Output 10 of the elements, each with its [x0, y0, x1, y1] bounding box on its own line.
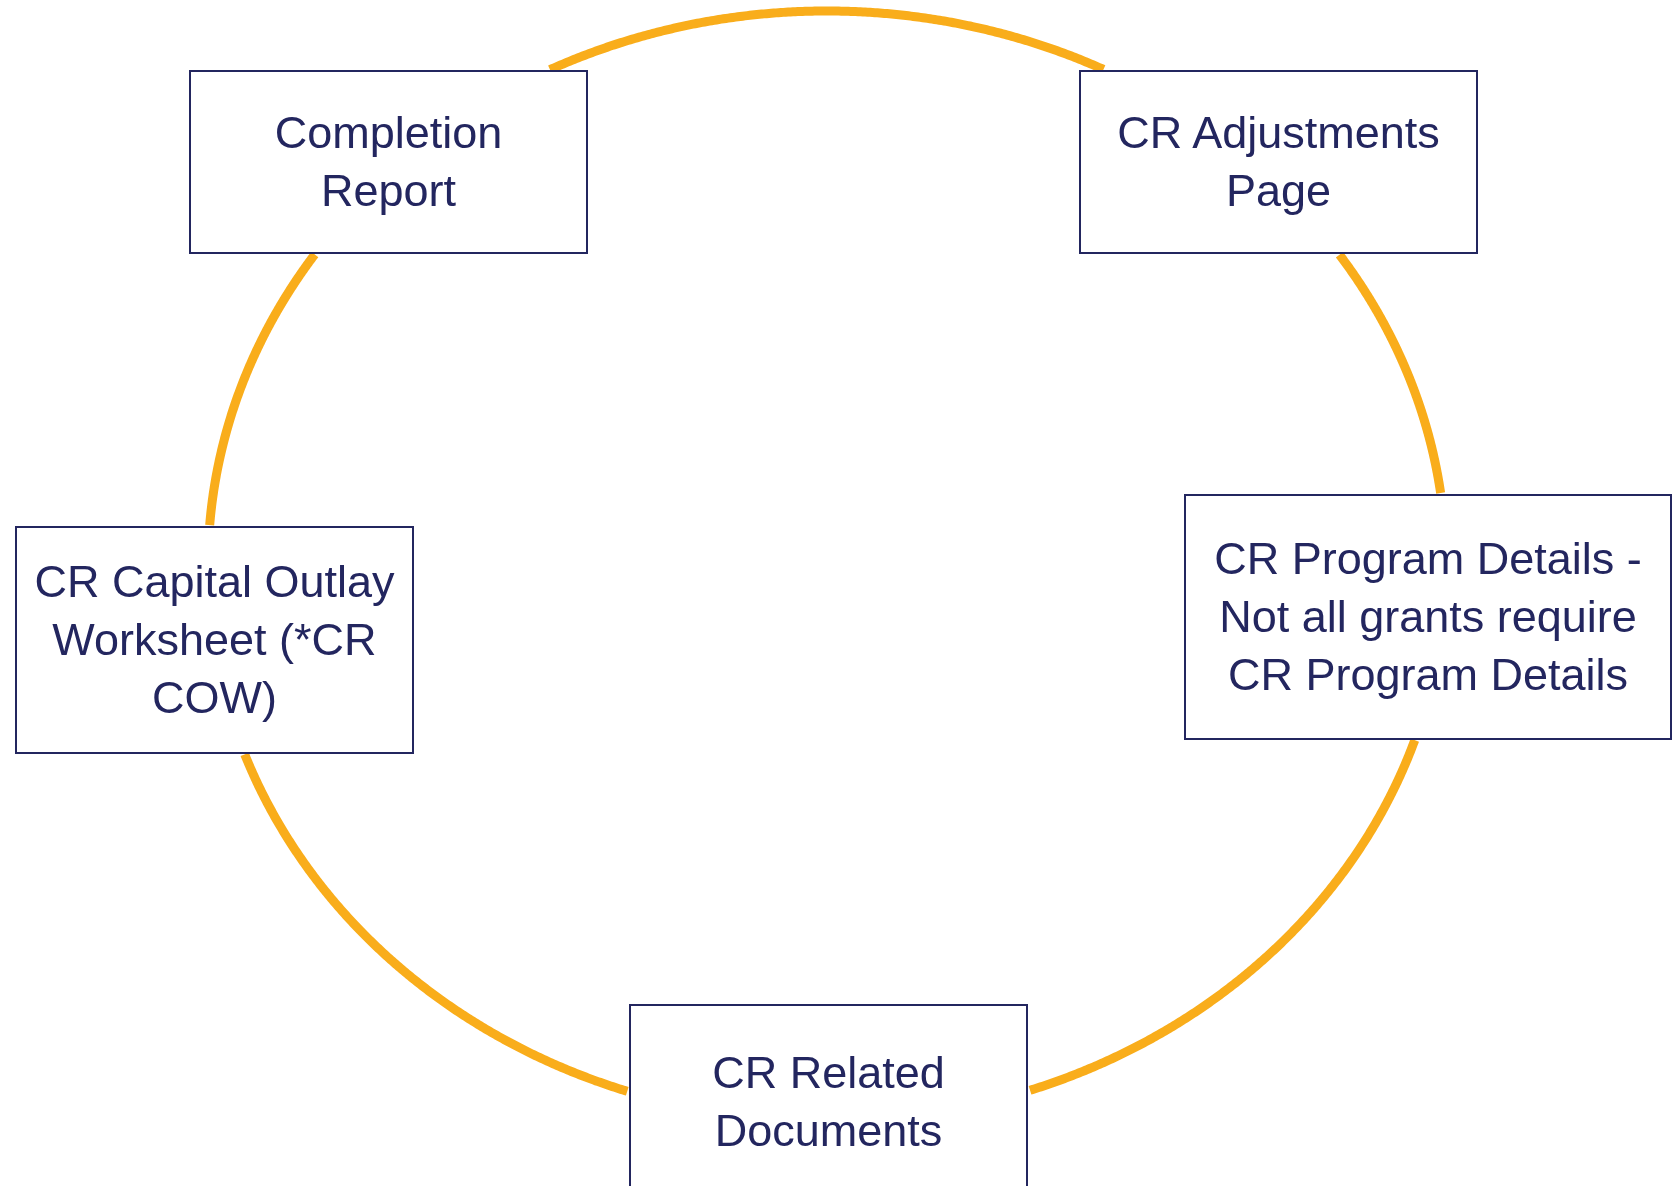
box-label: CR Program Details -Not all grants require CR Program Details — [1213, 532, 1643, 702]
box-label: Completion Report — [273, 106, 504, 218]
box-label: CR Adjustments Page — [1116, 106, 1441, 218]
process-box — [15, 526, 414, 754]
process-box — [629, 1004, 1028, 1186]
process-box — [189, 70, 588, 254]
box-label: CR Related Documents — [711, 1046, 946, 1158]
box-label: CR Capital Outlay Worksheet (*CR COW) — [33, 555, 396, 725]
process-box — [1079, 70, 1478, 254]
process-box — [1184, 494, 1672, 740]
